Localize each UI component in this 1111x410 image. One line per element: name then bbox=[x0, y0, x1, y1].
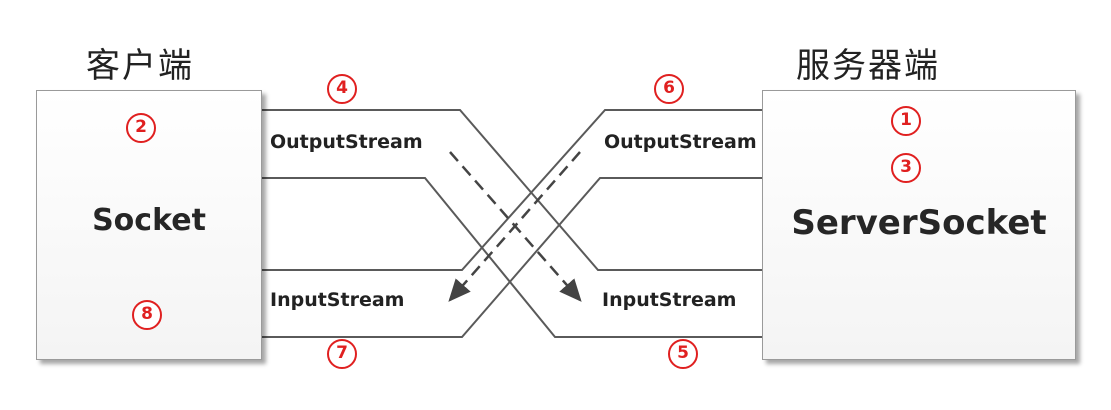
step-1-marker: 1 bbox=[891, 106, 921, 136]
step-5-marker: 5 bbox=[668, 339, 698, 369]
server-socket-label: ServerSocket bbox=[791, 203, 1047, 243]
server-socket-box: ServerSocket bbox=[762, 90, 1076, 360]
server-output-pipe-top bbox=[262, 109, 762, 271]
server-input-stream-label: InputStream bbox=[602, 289, 737, 311]
client-output-pipe-bottom bbox=[262, 177, 762, 338]
step-3-marker: 3 bbox=[891, 153, 921, 183]
step-6-marker: 6 bbox=[654, 74, 684, 104]
server-output-stream-label: OutputStream bbox=[604, 131, 757, 153]
client-title: 客户端 bbox=[86, 46, 194, 86]
step-2-marker: 2 bbox=[126, 113, 156, 143]
client-input-stream-label: InputStream bbox=[270, 289, 405, 311]
server-output-pipe-bottom bbox=[262, 177, 762, 338]
step-8-marker: 8 bbox=[132, 300, 162, 330]
step-4-marker: 4 bbox=[327, 74, 357, 104]
client-output-stream-label: OutputStream bbox=[270, 131, 423, 153]
step-7-marker: 7 bbox=[327, 339, 357, 369]
flow-arrow-server-to-client bbox=[448, 151, 581, 302]
client-socket-label: Socket bbox=[92, 203, 206, 238]
client-output-pipe-top bbox=[262, 109, 762, 271]
server-title: 服务器端 bbox=[796, 46, 940, 86]
